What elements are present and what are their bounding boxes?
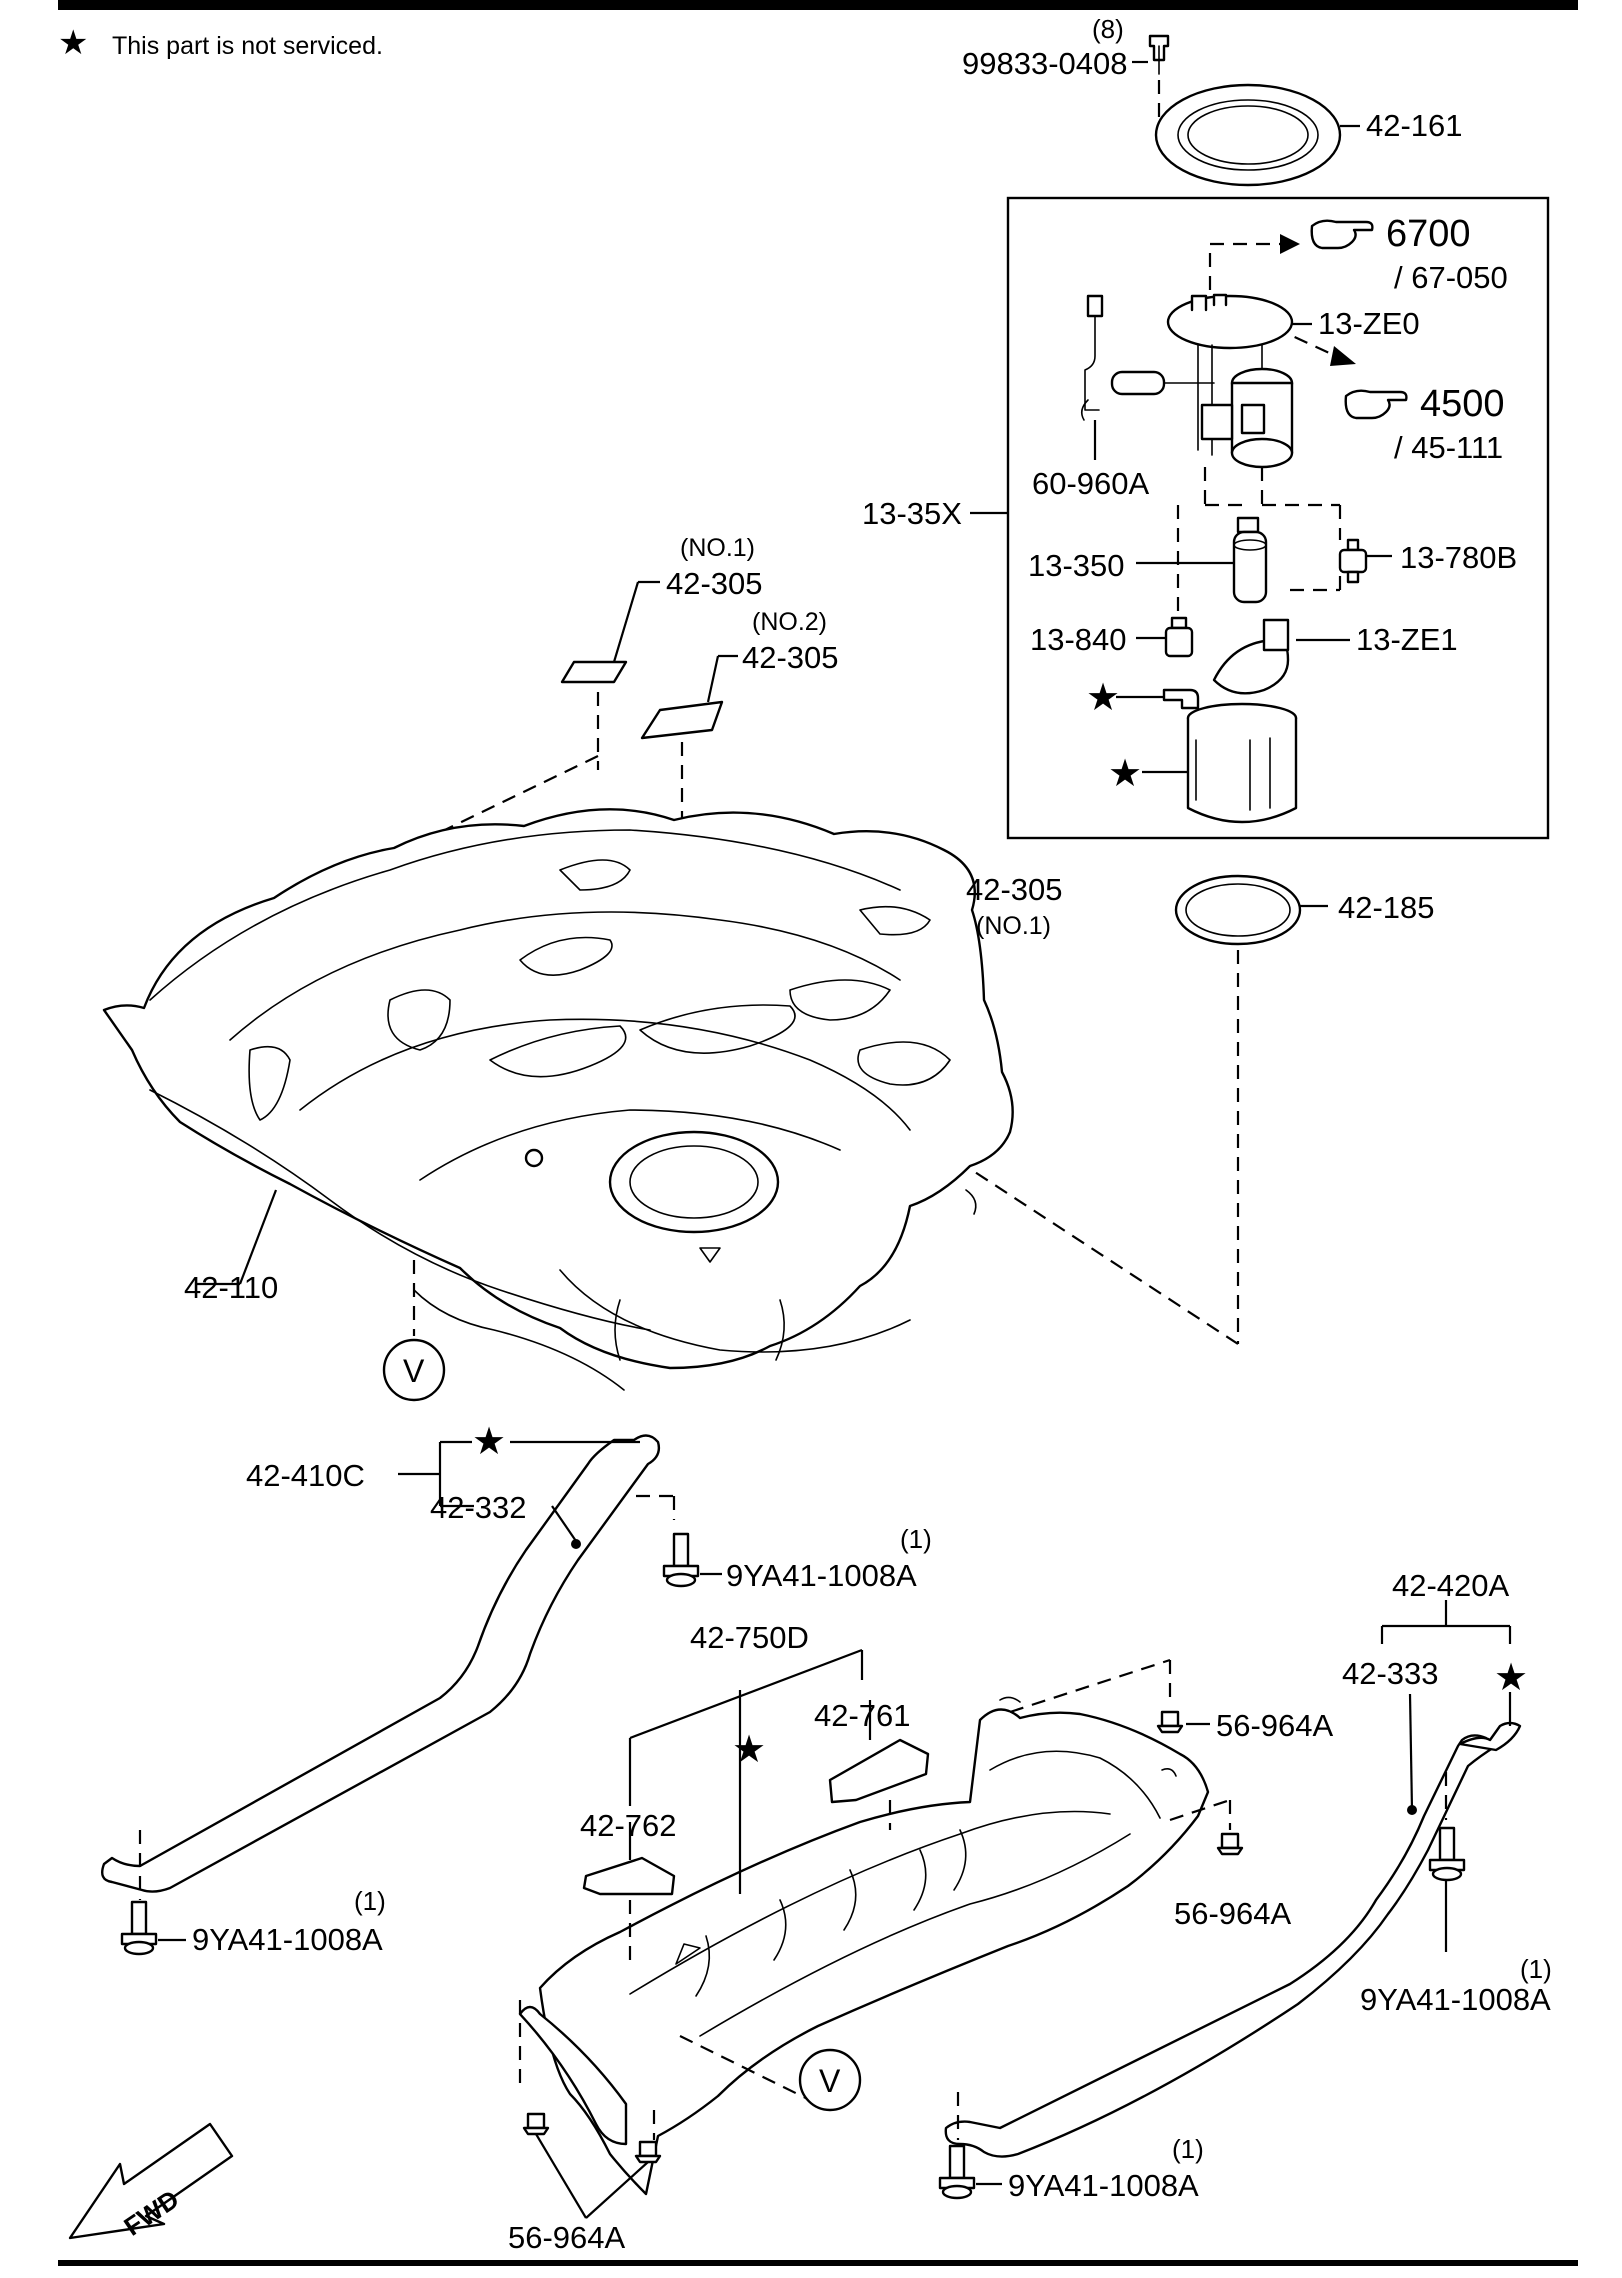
label-pad-c: 42-305 bbox=[966, 872, 1063, 907]
sender-13-780B bbox=[1338, 538, 1368, 584]
pad-b-42-305 bbox=[640, 700, 724, 740]
label-pad-c-note: (NO.1) bbox=[976, 912, 1051, 940]
notice: ★ This part is not serviced. bbox=[58, 24, 383, 62]
label-pad-no1-note: (NO.1) bbox=[680, 534, 755, 562]
clip-not-serviced bbox=[1162, 688, 1200, 710]
clip-56-964A-b bbox=[1216, 1832, 1244, 1856]
wiring-harness-60-960A bbox=[1080, 294, 1215, 421]
star-icon: ★ bbox=[1086, 677, 1120, 719]
label-42-762: 42-762 bbox=[580, 1808, 677, 1843]
notice-star-icon: ★ bbox=[58, 24, 88, 62]
label-42-750D: 42-750D bbox=[690, 1620, 809, 1655]
label-bolt-1: 9YA41-1008A bbox=[726, 1558, 917, 1593]
label-clip-3: 56-964A bbox=[508, 2220, 626, 2255]
label-bolt-qty-top: (8) bbox=[1092, 14, 1124, 44]
strap-left-42-332 bbox=[101, 1434, 661, 1893]
heat-insulator-42-750D bbox=[518, 1696, 1210, 2196]
label-view-v-2: V bbox=[819, 2063, 841, 2099]
label-pad-b: 42-305 bbox=[742, 640, 839, 675]
label-13-840: 13-840 bbox=[1030, 622, 1127, 657]
bolt-1 bbox=[662, 1532, 700, 1588]
bracket-13-ZE1 bbox=[1212, 618, 1290, 695]
label-ref-4500: 4500 bbox=[1420, 383, 1505, 425]
insulator-42-761 bbox=[828, 1738, 930, 1804]
label-ref-67050: / 67-050 bbox=[1394, 260, 1508, 295]
label-bolt-qty-3: (1) bbox=[1520, 1954, 1552, 1984]
label-pad-a: 42-305 bbox=[666, 566, 763, 601]
fwd-arrow-icon: FWD bbox=[68, 2122, 234, 2242]
bottom-border bbox=[58, 2260, 1578, 2266]
bolt-3 bbox=[1428, 1826, 1466, 1882]
label-13-ZE0: 13-ZE0 bbox=[1318, 306, 1420, 341]
top-bolt bbox=[1148, 34, 1170, 118]
pointing-hand-icon bbox=[1344, 389, 1408, 420]
clip-56-964A-a bbox=[1156, 1710, 1184, 1734]
label-clip-2: 56-964A bbox=[1174, 1896, 1292, 1931]
label-bolt-qty-2: (1) bbox=[354, 1886, 386, 1916]
label-view-v-1: V bbox=[403, 1353, 425, 1389]
label-bolt-3: 9YA41-1008A bbox=[1360, 1982, 1551, 2017]
label-42-761: 42-761 bbox=[814, 1698, 911, 1733]
fuel-pump-13-350 bbox=[1232, 516, 1268, 604]
bolt-4 bbox=[938, 2144, 976, 2200]
label-60-960A: 60-960A bbox=[1032, 466, 1150, 501]
regulator-13-840 bbox=[1164, 616, 1194, 658]
view-v-marker-2 bbox=[798, 2048, 862, 2112]
filter-not-serviced bbox=[1186, 702, 1298, 824]
label-13-780B: 13-780B bbox=[1400, 540, 1517, 575]
label-ref-45111: / 45-111 bbox=[1394, 430, 1503, 465]
pump-cap-13-ZE0 bbox=[1166, 293, 1294, 456]
top-border bbox=[58, 0, 1578, 10]
clip-56-964A-c bbox=[522, 2112, 550, 2136]
notice-text: This part is not serviced. bbox=[112, 32, 383, 60]
ref-6700-arrow bbox=[1208, 234, 1300, 290]
bolt-2 bbox=[120, 1900, 158, 1956]
seal-ring-42-185 bbox=[1174, 874, 1302, 946]
label-13-ZE1: 13-ZE1 bbox=[1356, 622, 1458, 657]
label-42-110: 42-110 bbox=[184, 1270, 278, 1305]
star-icon: ★ bbox=[472, 1421, 506, 1463]
view-v-marker-1 bbox=[382, 1338, 446, 1402]
gasket-ring-42-161 bbox=[1154, 83, 1342, 187]
label-42-332: 42-332 bbox=[430, 1490, 527, 1525]
fuel-tank-42-110 bbox=[102, 808, 1014, 1391]
label-42-410C: 42-410C bbox=[246, 1458, 365, 1493]
labels: (8) 99833-0408 42-161 6700 / 67-050 13-Z… bbox=[184, 14, 1552, 2255]
label-clip-1: 56-964A bbox=[1216, 1708, 1334, 1743]
label-bolt-top: 99833-0408 bbox=[962, 46, 1128, 81]
star-icon: ★ bbox=[1108, 753, 1142, 795]
label-13-350: 13-350 bbox=[1028, 548, 1125, 583]
label-bolt-qty-1: (1) bbox=[900, 1524, 932, 1554]
label-42-185: 42-185 bbox=[1338, 890, 1435, 925]
label-13-35X: 13-35X bbox=[862, 496, 962, 531]
label-42-161: 42-161 bbox=[1366, 108, 1463, 143]
label-bolt-qty-4: (1) bbox=[1172, 2134, 1204, 2164]
label-42-333: 42-333 bbox=[1342, 1656, 1439, 1691]
pointing-hand-icon bbox=[1310, 219, 1374, 250]
label-pad-no2-note: (NO.2) bbox=[752, 608, 827, 636]
insulator-42-762 bbox=[582, 1856, 676, 1896]
label-bolt-4: 9YA41-1008A bbox=[1008, 2168, 1199, 2203]
label-42-420A: 42-420A bbox=[1392, 1568, 1510, 1603]
clip-56-964A-d bbox=[634, 2140, 662, 2164]
pump-body bbox=[1200, 367, 1294, 469]
star-icon: ★ bbox=[732, 1729, 766, 1771]
pump-assembly-box bbox=[1006, 196, 1550, 840]
pad-a-42-305 bbox=[560, 660, 628, 684]
star-icon: ★ bbox=[1494, 1657, 1528, 1699]
label-bolt-2: 9YA41-1008A bbox=[192, 1922, 383, 1957]
label-ref-6700: 6700 bbox=[1386, 213, 1471, 255]
